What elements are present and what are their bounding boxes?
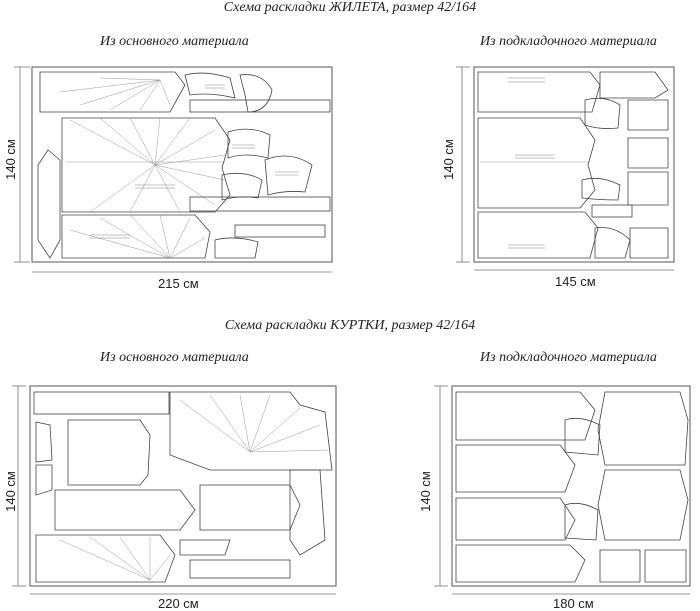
vest-lining-subtitle: Из подкладочного материала (480, 34, 657, 49)
jacket-main-sheet (12, 385, 337, 595)
vest-main-width: 215 см (158, 276, 199, 291)
vest-title: Схема раскладки ЖИЛЕТА, размер 42/164 (223, 0, 477, 15)
vest-lining-sheet (456, 66, 675, 271)
vest-main-sheet (14, 66, 333, 273)
jacket-lining-width: 180 см (553, 596, 594, 611)
jacket-lining-sheet (434, 385, 691, 595)
vest-lining-width: 145 см (555, 274, 596, 289)
jacket-main-width: 220 см (158, 596, 199, 611)
jacket-title: Схема раскладки КУРТКИ, размер 42/164 (224, 318, 476, 333)
jacket-main-subtitle: Из основного материала (100, 350, 249, 365)
jacket-lining-subtitle: Из подкладочного материала (480, 350, 657, 365)
vest-main-subtitle: Из основного материала (100, 34, 249, 49)
